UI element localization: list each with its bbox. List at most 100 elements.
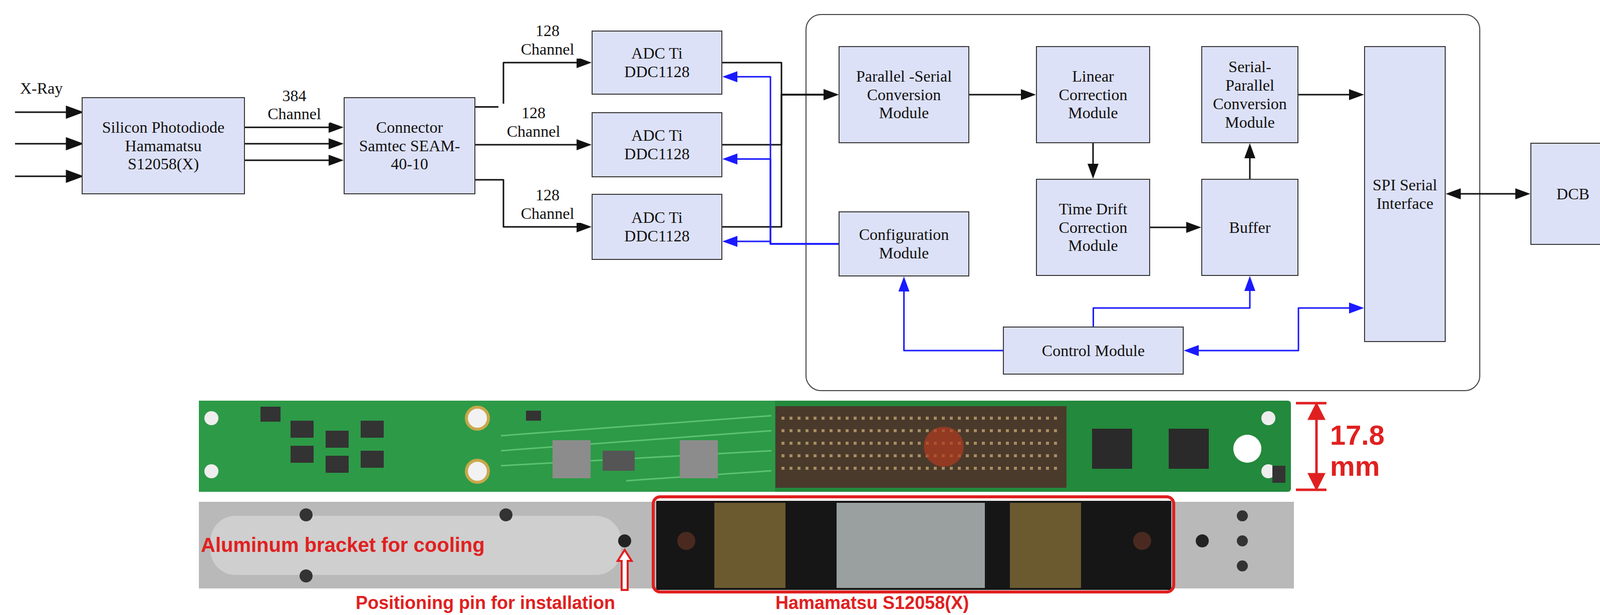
xray-line xyxy=(15,175,68,178)
pcb-traces xyxy=(500,415,772,481)
arrow-head xyxy=(1244,276,1256,292)
pcb-board xyxy=(198,400,1291,492)
process-box: Configuration Module xyxy=(838,211,970,277)
channel-label: 384 Channel xyxy=(259,86,330,124)
process-box: Parallel -Serial Conversion Module xyxy=(838,46,970,144)
connector-line xyxy=(1249,158,1251,179)
callout-label: Positioning pin for installation xyxy=(355,594,616,613)
marker-dot xyxy=(923,426,964,467)
chip xyxy=(679,440,718,479)
sensor-box: Silicon Photodiode Hamamatsu S12058(X) xyxy=(81,97,245,195)
process-box: Serial-Parallel Conversion Module xyxy=(1201,46,1299,144)
connector-line xyxy=(1093,291,1251,327)
mount-hole xyxy=(204,464,219,479)
xray-line xyxy=(15,143,68,145)
fpga-container xyxy=(806,14,1480,391)
process-box: Time Drift Correction Module xyxy=(1035,178,1151,277)
board-box: DCB xyxy=(1530,142,1600,245)
dimension-tick xyxy=(1295,402,1327,405)
signal-label: X-Ray xyxy=(20,80,63,97)
component xyxy=(325,430,349,448)
board-connector xyxy=(775,406,1067,488)
ti-chip xyxy=(1092,428,1133,469)
xray-line xyxy=(15,111,68,114)
arrow-head xyxy=(1183,345,1199,357)
arrow-head xyxy=(1186,221,1202,233)
arrow-head xyxy=(66,170,82,182)
component xyxy=(360,420,384,438)
connector-line xyxy=(1460,193,1516,195)
box-label: Linear Correction Module xyxy=(1042,67,1144,123)
connector-line xyxy=(244,159,329,162)
process-box: Buffer xyxy=(1201,178,1299,277)
mount-hole xyxy=(466,460,489,483)
connector-line xyxy=(1198,308,1350,351)
small-components xyxy=(260,406,1286,483)
component xyxy=(360,450,384,468)
connector-line xyxy=(904,291,1004,351)
photodiode-module xyxy=(656,500,1172,591)
arrow-head xyxy=(328,154,344,166)
connector-line xyxy=(737,241,839,244)
control-arrow xyxy=(722,153,839,244)
arrow-head xyxy=(898,276,910,292)
connector-line xyxy=(1150,226,1187,229)
arrow-head xyxy=(576,221,592,233)
connector-line xyxy=(1092,143,1095,164)
arrow-head xyxy=(328,138,344,150)
box-label: SPI Serial Interface xyxy=(1371,175,1439,213)
arrow-head xyxy=(1349,302,1365,314)
connector-box: Connector Samtec SEAM-40-10 xyxy=(343,97,476,195)
callout-label: Hamamatsu S12058(X) xyxy=(775,594,969,613)
connector-line xyxy=(1298,94,1350,96)
photodiode-area xyxy=(836,502,985,589)
component xyxy=(290,445,314,463)
arrow-head xyxy=(66,106,82,118)
chip xyxy=(602,450,635,471)
arrow-head xyxy=(1445,188,1461,200)
dimension-line xyxy=(1315,415,1318,478)
positioning-pin xyxy=(618,534,632,548)
chip xyxy=(552,440,591,479)
box-label: ADC Ti DDC1128 xyxy=(598,44,716,82)
arrow-head xyxy=(1515,188,1531,200)
arrow-head xyxy=(66,138,82,150)
component xyxy=(1272,465,1286,483)
arrow-head xyxy=(1309,474,1324,489)
signal-arrow xyxy=(722,89,839,145)
process-box: Linear Correction Module xyxy=(1035,46,1151,144)
pcb-photo xyxy=(198,400,1291,492)
control-arrow xyxy=(1183,302,1365,357)
channel-label: 128 Channel xyxy=(512,21,583,59)
arrow-head xyxy=(1309,404,1324,419)
dimension-tick xyxy=(1295,488,1327,492)
box-label: Parallel -Serial Conversion Module xyxy=(845,67,963,123)
connector-pins xyxy=(781,418,1061,469)
pointer-arrow xyxy=(617,550,632,591)
module-hole xyxy=(1133,531,1152,551)
box-label: Configuration Module xyxy=(845,225,963,263)
adc-box: ADC Ti DDC1128 xyxy=(591,193,723,260)
box-label: ADC Ti DDC1128 xyxy=(598,208,716,246)
mount-hole xyxy=(1233,434,1262,463)
pcb-area xyxy=(198,400,775,492)
box-label: Silicon Photodiode Hamamatsu S12058(X) xyxy=(88,118,238,174)
xray-arrows xyxy=(15,106,82,182)
screw-hole xyxy=(299,508,313,522)
connector-line xyxy=(244,126,329,129)
bracket-photo xyxy=(198,496,1294,593)
arrow-head xyxy=(576,139,592,151)
arrow-head xyxy=(823,89,839,101)
connector-line xyxy=(244,143,329,145)
control-arrow xyxy=(898,276,1004,351)
component xyxy=(290,420,314,438)
box-label: Buffer xyxy=(1229,218,1271,237)
control-arrow xyxy=(722,235,839,247)
connector-line xyxy=(722,94,824,227)
channel-label: 128 Channel xyxy=(498,103,569,141)
photodiode-strip xyxy=(1009,502,1082,589)
arrow-head xyxy=(1349,89,1365,101)
process-box: Control Module xyxy=(1002,326,1184,375)
arrow-head xyxy=(576,57,592,69)
